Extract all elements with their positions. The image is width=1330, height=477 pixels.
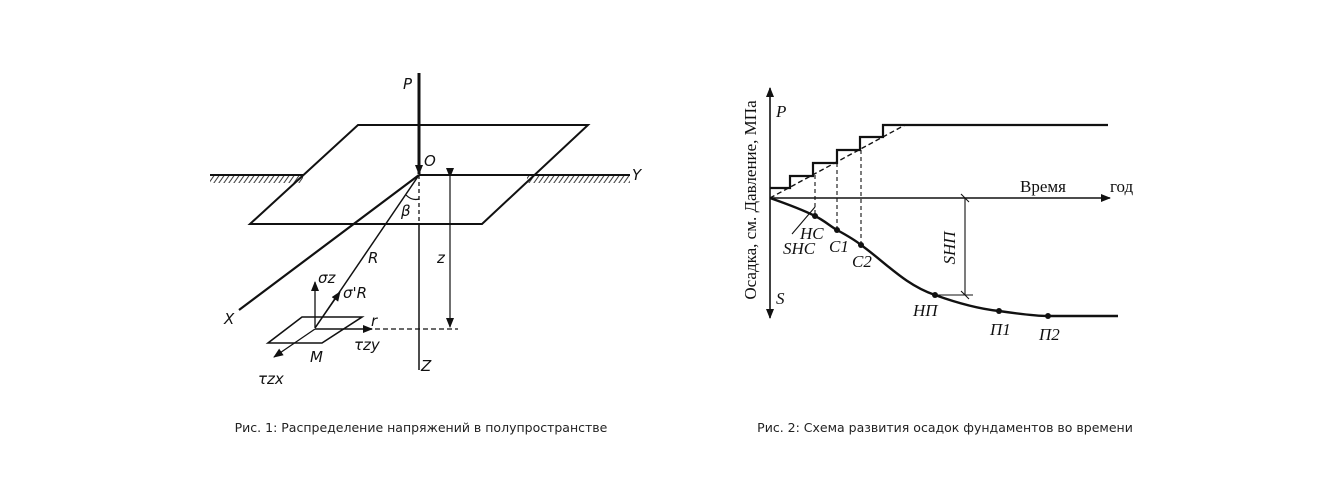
label-r-radius: R [368, 249, 378, 267]
label-c2: C2 [852, 252, 872, 271]
figure-1-caption: Рис. 1: Распределение напряжений в полуп… [234, 420, 608, 435]
point-p2 [1045, 313, 1051, 319]
label-s-hp: SНП [940, 230, 959, 265]
label-y: Y [632, 166, 643, 184]
label-p-axis: P [775, 102, 786, 121]
label-s-axis: S [776, 289, 785, 308]
label-r: r [371, 312, 378, 330]
label-z-depth: z [436, 249, 446, 267]
ground-hatch-right [527, 175, 630, 183]
x-axis [238, 174, 420, 311]
figure-2-settlement-diagram: Осадка, см. Давление, МПа Время год P S … [741, 87, 1134, 344]
label-o: O [424, 152, 436, 170]
s-hc-leader [791, 206, 816, 235]
label-hc: НС [799, 224, 824, 243]
tau-zx-arrow [273, 328, 316, 358]
curve-points [812, 213, 1051, 319]
label-z-axis: Z [420, 357, 432, 375]
label-c1: C1 [829, 237, 849, 256]
beta-angle-arc [405, 194, 420, 201]
label-p: P [403, 75, 413, 93]
label-tau-zx: τzx [258, 370, 284, 388]
figure-2-caption: Рис. 2: Схема развития осадок фундаменто… [757, 420, 1133, 435]
label-s-hc: SНС [783, 239, 816, 258]
sigma-r-arrow [314, 291, 341, 329]
x-axis-unit: год [1110, 177, 1134, 196]
label-m: M [310, 348, 323, 366]
figure-1-stress-diagram: P O Y X Z z R β σz σ'R r τzy M τzx [210, 73, 643, 388]
point-c1 [834, 227, 840, 233]
label-p2: П2 [1038, 325, 1060, 344]
pressure-step-line [770, 123, 1108, 190]
point-c2 [858, 242, 864, 248]
label-beta: β [400, 202, 411, 220]
pressure-linear-dashed [769, 124, 906, 199]
ground-hatch-left [210, 175, 303, 183]
s-hp-tick-top [960, 193, 970, 203]
point-hc [812, 213, 818, 219]
label-p1: П1 [989, 320, 1011, 339]
surface-plane [247, 124, 591, 225]
label-sigma-r: σ'R [343, 284, 367, 302]
y-axis-label: Осадка, см. Давление, МПа [741, 100, 760, 300]
label-sigma-z: σz [318, 269, 337, 287]
label-hp: НП [912, 301, 939, 320]
label-x: X [223, 310, 235, 328]
point-p1 [996, 308, 1002, 314]
x-axis-label: Время [1020, 177, 1066, 196]
element-m-square [265, 316, 365, 344]
label-tau-zy: τzy [354, 336, 381, 354]
